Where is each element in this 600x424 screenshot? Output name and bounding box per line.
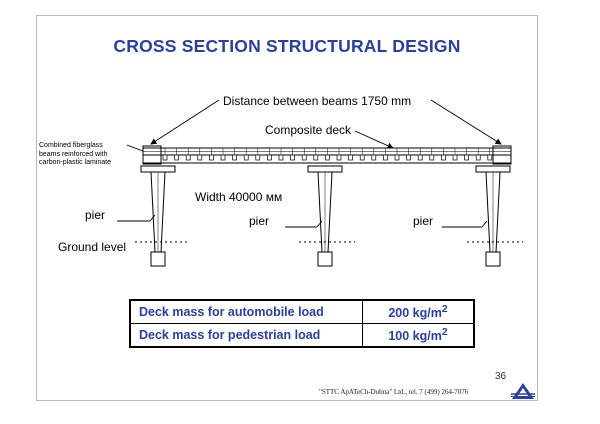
company-logo-icon	[511, 383, 535, 399]
deck-beam	[452, 154, 458, 161]
deck-beam	[464, 154, 469, 161]
deck-beam	[475, 154, 481, 161]
label-width: Width 40000 мм	[195, 190, 283, 204]
page-number: 36	[495, 371, 507, 382]
table-row: Deck mass for pedestrian load 100 kg/m2	[129, 323, 475, 348]
deck-beam	[290, 154, 295, 161]
deck-beam	[162, 154, 168, 161]
label-ground-level: Ground level	[58, 240, 127, 254]
deck-beam	[185, 154, 191, 161]
deck-beam	[441, 154, 446, 161]
deck-beam	[313, 154, 319, 161]
deck-beam	[359, 154, 365, 161]
footer-company: "STTC ApATeCh-Dubna" Ltd., tel. 7 (499) …	[319, 388, 469, 396]
row-label: Deck mass for automobile load	[129, 299, 363, 324]
right-edge-beam	[492, 145, 512, 165]
label-combined-beams: Combined fiberglass beams reinforced wit…	[39, 142, 111, 168]
leader-beams	[126, 144, 144, 152]
slide-title: CROSS SECTION STRUCTURAL DESIGN	[113, 36, 461, 56]
label-distance-between-beams: Distance between beams 1750 mm	[223, 94, 412, 108]
pier-right	[475, 165, 511, 267]
label-composite-deck: Composite deck	[265, 123, 352, 137]
deck-beam	[267, 154, 272, 161]
deck-beam	[383, 154, 388, 161]
deck-beam	[209, 154, 214, 161]
leader-distance-left	[150, 99, 220, 145]
deck-beams	[162, 148, 493, 161]
leader-distance-right	[430, 99, 502, 145]
deck-beam	[243, 154, 249, 161]
row-value: 200 kg/m2	[362, 299, 475, 324]
table-row: Deck mass for automobile load 200 kg/m2	[129, 299, 475, 324]
slide: CROSS SECTION STRUCTURAL DESIGN	[36, 15, 538, 401]
deck-beam	[278, 154, 284, 161]
deck-beam	[232, 154, 237, 161]
deck-beam	[336, 154, 342, 161]
deck-beam	[429, 154, 435, 161]
deck-beam	[325, 154, 330, 161]
deck-beam	[394, 154, 400, 161]
deck-beam	[371, 154, 377, 161]
deck-beam	[220, 154, 226, 161]
deck-beam	[197, 154, 203, 161]
deck-beam	[406, 154, 411, 161]
left-edge-beam	[142, 145, 162, 165]
label-pier-middle: pier	[249, 214, 270, 228]
pier-left	[140, 165, 176, 267]
leader-composite-deck	[354, 130, 394, 149]
cross-section-drawing	[117, 99, 523, 267]
label-pier-left: pier	[85, 208, 106, 222]
label-combined-beams-line-2: beams reinforced with	[39, 150, 108, 158]
deck-beam	[174, 154, 179, 161]
row-value: 100 kg/m2	[362, 323, 475, 348]
row-label: Deck mass for pedestrian load	[129, 323, 363, 348]
deck-beam	[487, 154, 493, 161]
deck-beam	[348, 154, 353, 161]
label-pier-right: pier	[413, 214, 434, 228]
deck-mass-table: Deck mass for automobile load 200 kg/m2 …	[129, 299, 475, 348]
deck-beam	[417, 154, 423, 161]
label-combined-beams-line-1: Combined fiberglass	[39, 142, 103, 149]
pier-middle	[307, 165, 343, 267]
deck-beam	[301, 154, 307, 161]
label-combined-beams-line-3: carbon-plastic laminate	[39, 159, 111, 166]
deck-beam	[255, 154, 261, 161]
